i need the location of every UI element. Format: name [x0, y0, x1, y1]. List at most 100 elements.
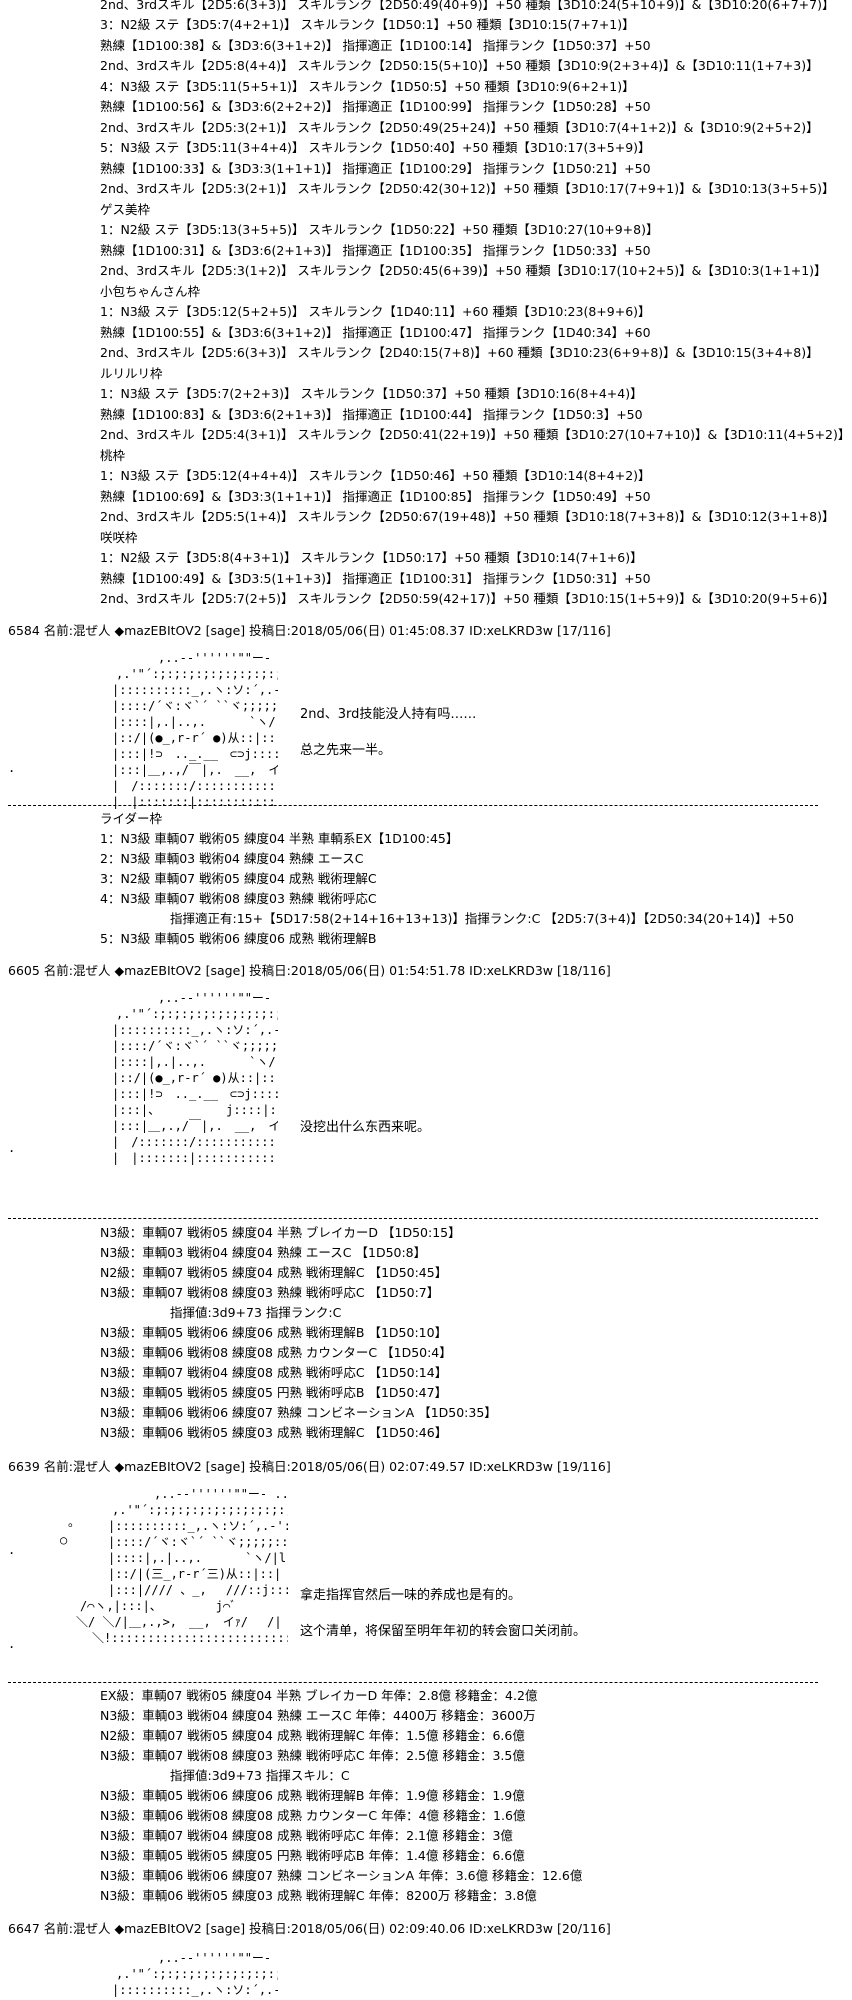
stat-line: 5：N3級 車輌05 戦術06 練度06 成熟 戦術理解B [100, 931, 377, 946]
stat-line: 1：N3級 ステ【3D5:12(4+4+4)】 スキルランク【1D50:46】+… [100, 468, 651, 483]
post-header: 6605 名前:混ぜ人 ◆mazEBItOV2 [sage] 投稿日:2018/… [8, 963, 611, 978]
svg-text:,.'"´:;:;:;:;:;:;:;:;:;:;:`ヽ.: ,.'"´:;:;:;:;:;:;:;:;:;:;:`ヽ. [116, 1967, 278, 1981]
stat-line: 熟練【1D100:38】&【3D3:6(3+1+2)】 指揮適正【1D100:1… [100, 38, 651, 53]
svg-text:,.'"´:;:;:;:;:;:;:;:;:;:;:`ヽ.: ,.'"´:;:;:;:;:;:;:;:;:;:;:`ヽ. [116, 1007, 278, 1021]
section-title: ライダー枠 [100, 811, 163, 826]
stat-line: 熟練【1D100:56】&【3D3:6(2+2+2)】 指揮適正【1D100:9… [100, 99, 651, 114]
stat-line: N2級：車輌07 戦術05 練度04 成熟 戦術理解C 年俸：1.5億 移籍金：… [100, 1728, 525, 1743]
section-title: ルリルリ枠 [100, 366, 163, 381]
stat-line: 熟練【1D100:31】&【3D3:6(2+1+3)】 指揮適正【1D100:3… [100, 243, 651, 258]
stat-line: N3級：車輌07 戦術08 練度03 熟練 戦術呼応C 年俸：2.5億 移籍金：… [100, 1748, 525, 1763]
stat-line: 熟練【1D100:69】&【3D3:3(1+1+1)】 指揮適正【1D100:8… [100, 489, 651, 504]
svg-text:| |:::::::|:::::::::::::::::::: | |:::::::|:::::::::::::::::::::::::::::… [112, 1151, 278, 1165]
speech-line: 2nd、3rd技能没人持有吗…… [300, 707, 477, 722]
svg-text:.: . [8, 1543, 15, 1557]
stat-line: N3級：車輌05 戦術05 練度05 円熟 戦術呼応B 【1D50:47】 [100, 1385, 448, 1400]
svg-text:|::::|,.|..,. `ヽ/|l::::|::|: |::::|,.|..,. `ヽ/|l::::|::| [112, 1055, 278, 1069]
ascii-art-character: ,..-‐''''''""ー- ..,_ ,.'"´:;:;:;:;:;:;:;… [8, 992, 278, 1165]
svg-text:|:::|!⊃ .._.__ ⊂⊃j::::|/l: |:::|!⊃ .._.__ ⊂⊃j::::|/l [112, 1087, 278, 1101]
svg-text:|:::|＿,.,/￣|,. __, イｧﾄ|/::l: |:::|＿,.,/￣|,. __, イｧﾄ|/::l [112, 763, 278, 777]
post-header: 6647 名前:混ぜ人 ◆mazEBItOV2 [sage] 投稿日:2018/… [8, 1921, 611, 1936]
svg-text:|:::|//// 、_, ///::j::::|/l: |:::|//// 、_, ///::j::::|/l [108, 1583, 288, 1597]
stat-line: N3級：車輌03 戦術04 練度04 熟練 エースC 【1D50:8】 [100, 1245, 427, 1260]
section-title: 咲咲枠 [100, 530, 138, 545]
stat-line: 指揮適正有:15+【5D17:58(2+14+16+13+13)】指揮ランク:C… [170, 911, 794, 926]
svg-text:,.'"´:;:;:;:;:;:;:;:;:;:;:`ヽ.: ,.'"´:;:;:;:;:;:;:;:;:;:;:`ヽ. [112, 1503, 288, 1517]
svg-text:|::::/´ヾ:ヾ`´ ``ヾ;;;;;::ヽ: |::::/´ヾ:ヾ`´ ``ヾ;;;;;::ヽ [112, 699, 278, 713]
stat-line: 2nd、3rdスキル【2D5:6(3+3)】 スキルランク【2D40:15(7+… [100, 345, 819, 360]
stat-line: 5：N3級 ステ【3D5:11(3+4+4)】 スキルランク【1D50:40】+… [100, 140, 651, 155]
stat-line: 2nd、3rdスキル【2D5:3(2+1)】 スキルランク【2D50:42(30… [100, 181, 835, 196]
stat-line: N3級：車輌06 戦術05 練度03 成熟 戦術理解C 【1D50:46】 [100, 1425, 448, 1440]
stat-line: 指揮値:3d9+73 指揮ランク:C [170, 1305, 342, 1320]
svg-text:| |:::::::|:::::::::::::::::::: | |:::::::|:::::::::::::::::::::::::::::… [112, 795, 278, 809]
stat-line: N3級：車輌07 戦術08 練度03 熟練 戦術呼応C 【1D50:7】 [100, 1285, 440, 1300]
stat-line: N3級：車輌05 戦術06 練度06 成熟 戦術理解B 年俸：1.9億 移籍金：… [100, 1788, 525, 1803]
svg-text:|::::/´ヾ:ヾ`´ ``ヾ;;;;;::ヽ: |::::/´ヾ:ヾ`´ ``ヾ;;;;;::ヽ [108, 1535, 288, 1549]
stat-line: 2nd、3rdスキル【2D5:6(3+3)】 スキルランク【2D50:49(40… [100, 0, 835, 12]
svg-text:＼!::::::::::::::::::::::::::::: ＼!::::::::::::::::::::::::::::::::::::::… [92, 1631, 288, 1645]
ascii-art-character: ,..-‐''''''""ー- ..,_ ,.'"´:;:;:;:;:;:;:;… [8, 1488, 288, 1651]
svg-text:.: . [8, 761, 15, 775]
stat-line: N3級：車輌06 戦術06 練度07 熟練 コンビネーションA 【1D50:35… [100, 1405, 497, 1420]
stat-line: 1：N3級 車輌07 戦術05 練度04 半熟 車輌系EX【1D100:45】 [100, 831, 459, 846]
svg-text:|::::::::::_,.ヽ:ソ:´,.-':::::::: |::::::::::_,.ヽ:ソ:´,.-'::::::::::| [112, 1023, 278, 1037]
svg-text:|::::|,.|..,. `ヽ/|l::::|::|: |::::|,.|..,. `ヽ/|l::::|::| [108, 1551, 288, 1565]
stat-line: N3級：車輌06 戦術05 練度03 成熟 戦術理解C 年俸：8200万 移籍金… [100, 1888, 537, 1903]
stat-line: N3級：車輌03 戦術04 練度04 熟練 エースC 年俸：4400万 移籍金：… [100, 1708, 536, 1723]
stat-line: 3：N2級 車輌07 戦術05 練度04 成熟 戦術理解C [100, 871, 377, 886]
stat-line: N3級：車輌07 戦術05 練度04 半熟 ブレイカーD 【1D50:15】 [100, 1225, 461, 1240]
stat-line: N3級：車輌05 戦術06 練度06 成熟 戦術理解B 【1D50:10】 [100, 1325, 448, 1340]
stat-line: N3級：車輌06 戦術06 練度07 熟練 コンビネーションA 年俸：3.6億 … [100, 1868, 583, 1883]
svg-text:,..-‐''''''""ー- ..,_: ,..-‐''''''""ー- ..,_ [158, 652, 278, 665]
stat-line: 熟練【1D100:33】&【3D3:3(1+1+1)】 指揮適正【1D100:2… [100, 161, 651, 176]
svg-text:|::/|(●_,r‐r´ ●)从::|::|: |::/|(●_,r‐r´ ●)从::|::| [112, 731, 278, 745]
svg-text:|:::|＿,.,/￣|,. __, イｧﾄ|/::l: |:::|＿,.,/￣|,. __, イｧﾄ|/::l [112, 1119, 278, 1133]
stat-line: N3級：車輌07 戦術04 練度08 成熟 戦術呼応C 年俸：2.1億 移籍金：… [100, 1828, 513, 1843]
svg-text:.: . [8, 1637, 15, 1651]
post-header: 6584 名前:混ぜ人 ◆mazEBItOV2 [sage] 投稿日:2018/… [8, 623, 611, 638]
stat-line: 3：N2級 ステ【3D5:7(4+2+1)】 スキルランク【1D50:1】+50… [100, 17, 635, 32]
svg-text:| /:::::::/:::::::::::::::::::: | /:::::::/:::::::::::::::::::::::::::::… [112, 779, 278, 793]
stat-line: 4：N3級 ステ【3D5:11(5+5+1)】 スキルランク【1D50:5】+5… [100, 79, 635, 94]
divider [8, 805, 818, 806]
stat-line: 1：N3級 ステ【3D5:7(2+2+3)】 スキルランク【1D50:37】+5… [100, 386, 643, 401]
ascii-art-character: ,..-‐''''''""ー- ..,_ ,.'"´:;:;:;:;:;:;:;… [112, 1952, 278, 1997]
stat-line: 熟練【1D100:49】&【3D3:5(1+1+3)】 指揮適正【1D100:3… [100, 571, 651, 586]
svg-text:|::::::::::_,.ヽ:ソ:´,.-':::::::: |::::::::::_,.ヽ:ソ:´,.-'::::::::::| [108, 1519, 288, 1533]
svg-text:|::/|(三_,r‐r´三)从::|::|: |::/|(三_,r‐r´三)从::|::| [108, 1567, 281, 1581]
svg-text:,..-‐''''''""ー- ..,_: ,..-‐''''''""ー- ..,_ [154, 1488, 288, 1501]
svg-text:|::::::::::_,.ヽ:ソ:´,.-':::::::: |::::::::::_,.ヽ:ソ:´,.-'::::::::::| [112, 683, 278, 697]
svg-text:.: . [8, 1141, 15, 1155]
stat-line: N3級：車輌05 戦術05 練度05 円熟 戦術呼応B 年俸：1.4億 移籍金：… [100, 1848, 525, 1863]
speech-line: 这个清单，将保留至明年年初的转会窗口关闭前。 [300, 1624, 587, 1639]
ascii-art-character: ,..-‐''''''""ー- ..,_ ,.'"´:;:;:;:;:;:;:;… [8, 652, 278, 809]
stat-line: 2nd、3rdスキル【2D5:8(4+4)】 スキルランク【2D50:15(5+… [100, 58, 819, 73]
svg-text:/⌒ヽ,|:::|、 j⌒ﾞ: /⌒ヽ,|:::|、 j⌒ﾞ [80, 1599, 236, 1613]
svg-text:,..-‐''''''""ー- ..,_: ,..-‐''''''""ー- ..,_ [158, 992, 278, 1005]
svg-text:,.'"´:;:;:;:;:;:;:;:;:;:;:`ヽ.: ,.'"´:;:;:;:;:;:;:;:;:;:;:`ヽ. [116, 667, 278, 681]
svg-text:|:::|!⊃ .._.__ ⊂⊃j::::|/l: |:::|!⊃ .._.__ ⊂⊃j::::|/l [112, 747, 278, 761]
svg-text:|::/|(●_,r‐r´ ●)从::|::|: |::/|(●_,r‐r´ ●)从::|::| [112, 1071, 278, 1085]
divider [8, 1218, 818, 1219]
stat-line: N3級：車輌06 戦術08 練度08 成熟 カウンターC 【1D50:4】 [100, 1345, 452, 1360]
post-header: 6639 名前:混ぜ人 ◆mazEBItOV2 [sage] 投稿日:2018/… [8, 1459, 611, 1474]
stat-line: 2nd、3rdスキル【2D5:3(2+1)】 スキルランク【2D50:49(25… [100, 120, 819, 135]
stat-line: 熟練【1D100:83】&【3D3:6(2+1+3)】 指揮適正【1D100:4… [100, 407, 643, 422]
svg-text:＼/ ＼/|＿,.,>, __, イｧ/ /|: ＼/ ＼/|＿,.,>, __, イｧ/ /| [76, 1615, 282, 1629]
speech-line: 总之先来一半。 [300, 743, 392, 758]
svg-text:○: ○ [60, 1533, 67, 1547]
speech-line: 拿走指挥官然后一味的养成也是有的。 [300, 1588, 522, 1603]
stat-line: EX級：車輌07 戦術05 練度04 半熟 ブレイカーD 年俸：2.8億 移籍金… [100, 1688, 538, 1703]
divider [8, 1682, 818, 1683]
stat-line: 熟練【1D100:55】&【3D3:6(3+1+2)】 指揮適正【1D100:4… [100, 325, 651, 340]
svg-text:|::::::::::_,.ヽ:ソ:´,.-':::::::: |::::::::::_,.ヽ:ソ:´,.-'::::::::::| [112, 1983, 278, 1997]
section-title: 小包ちゃんさん枠 [100, 284, 201, 299]
stat-line: N2級：車輌07 戦術05 練度04 成熟 戦術理解C 【1D50:45】 [100, 1265, 448, 1280]
svg-text:|:::|、 j::::|::|: |:::|、 j::::|::| [112, 1103, 278, 1117]
stat-line: 2nd、3rdスキル【2D5:3(1+2)】 スキルランク【2D50:45(6+… [100, 263, 827, 278]
stat-line: 2nd、3rdスキル【2D5:7(2+5)】 スキルランク【2D50:59(42… [100, 591, 835, 606]
section-title: 桃枠 [100, 448, 126, 463]
speech-line: 没挖出什么东西来呢。 [300, 1120, 431, 1135]
stat-line: 1：N2級 ステ【3D5:13(3+5+5)】 スキルランク【1D50:22】+… [100, 222, 659, 237]
